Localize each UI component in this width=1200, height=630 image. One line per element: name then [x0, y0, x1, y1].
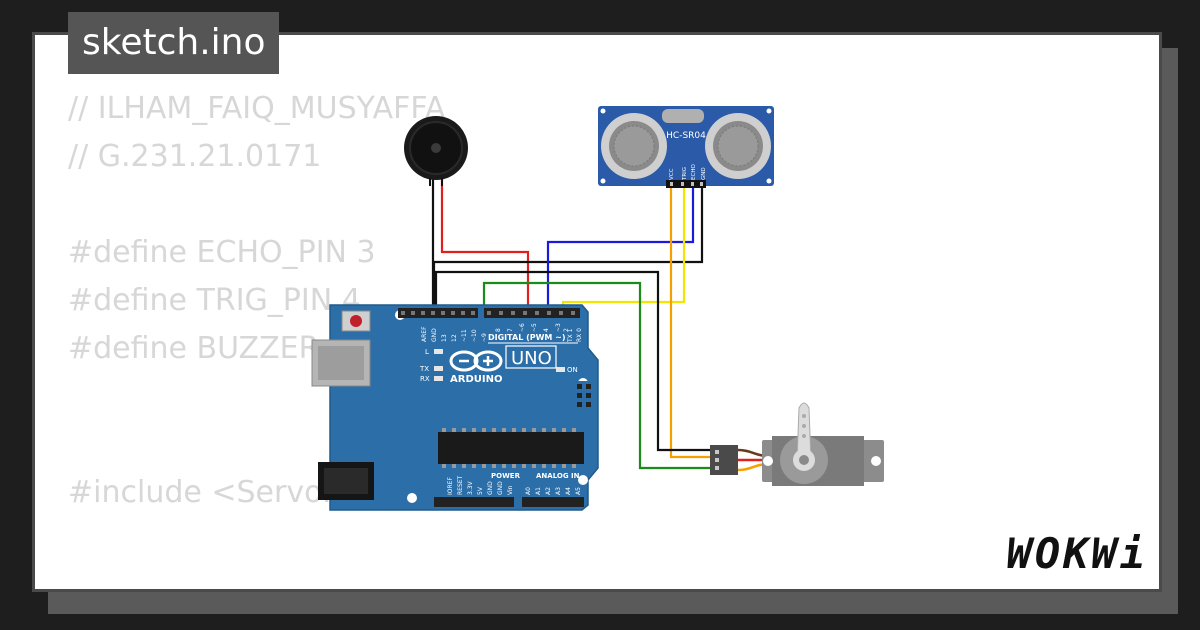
- code-line: #define TRIG_PIN 4: [68, 283, 361, 318]
- code-line: #define BUZZER_PIN 6: [68, 331, 413, 366]
- code-line: #define ECHO_PIN 3: [68, 235, 376, 270]
- code-line: // ILHAM_FAIQ_MUSYAFFA: [68, 91, 446, 126]
- code-line: [68, 421, 445, 469]
- code-line: // G.231.21.0171: [68, 139, 322, 174]
- code-line: #include <Servo.h>: [68, 475, 376, 510]
- code-line: [68, 181, 445, 229]
- wokwi-logo: WOKWi: [1006, 529, 1148, 578]
- code-line: [68, 373, 445, 421]
- sketch-title: sketch.ino: [68, 12, 280, 74]
- code-preview: // ILHAM_FAIQ_MUSYAFFA // G.231.21.0171 #d…: [68, 85, 445, 517]
